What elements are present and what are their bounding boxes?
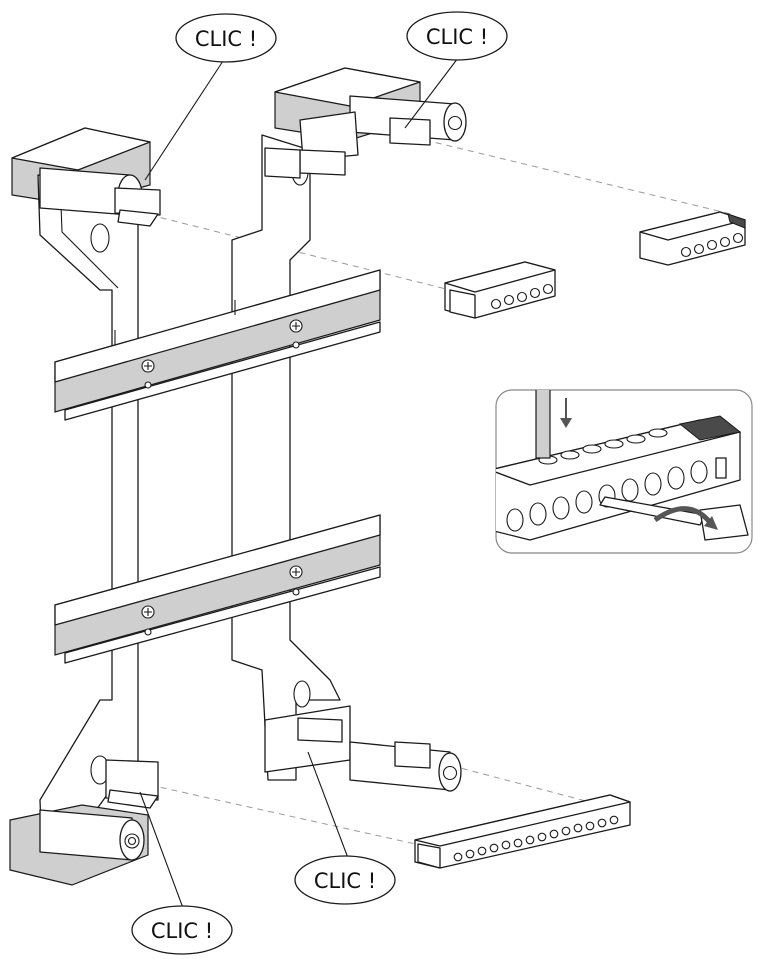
callout-bottom-left: CLIC ! bbox=[131, 905, 233, 955]
terminal-block-long bbox=[414, 794, 631, 869]
rotate-arrow-icon bbox=[653, 506, 718, 530]
left-bracket bbox=[9, 127, 161, 886]
alignment-guides bbox=[149, 139, 736, 846]
din-rail-bottom bbox=[54, 514, 381, 664]
callout-label: CLIC ! bbox=[314, 869, 376, 893]
arrow-down-icon bbox=[560, 398, 572, 428]
callout-top-right: CLIC ! bbox=[406, 11, 508, 61]
screwdriver-tighten-icon bbox=[495, 389, 753, 554]
terminal-block-small-top-right bbox=[639, 211, 746, 266]
din-rail-top bbox=[54, 269, 381, 421]
callout-label: CLIC ! bbox=[151, 919, 213, 943]
terminal-block-small-center bbox=[444, 261, 556, 319]
callout-label: CLIC ! bbox=[426, 25, 488, 49]
callout-label: CLIC ! bbox=[195, 27, 257, 51]
callout-top-left: CLIC ! bbox=[175, 13, 277, 63]
callout-bottom-right: CLIC ! bbox=[294, 855, 396, 905]
callout-leaders bbox=[139, 57, 459, 909]
right-bracket bbox=[231, 67, 467, 792]
